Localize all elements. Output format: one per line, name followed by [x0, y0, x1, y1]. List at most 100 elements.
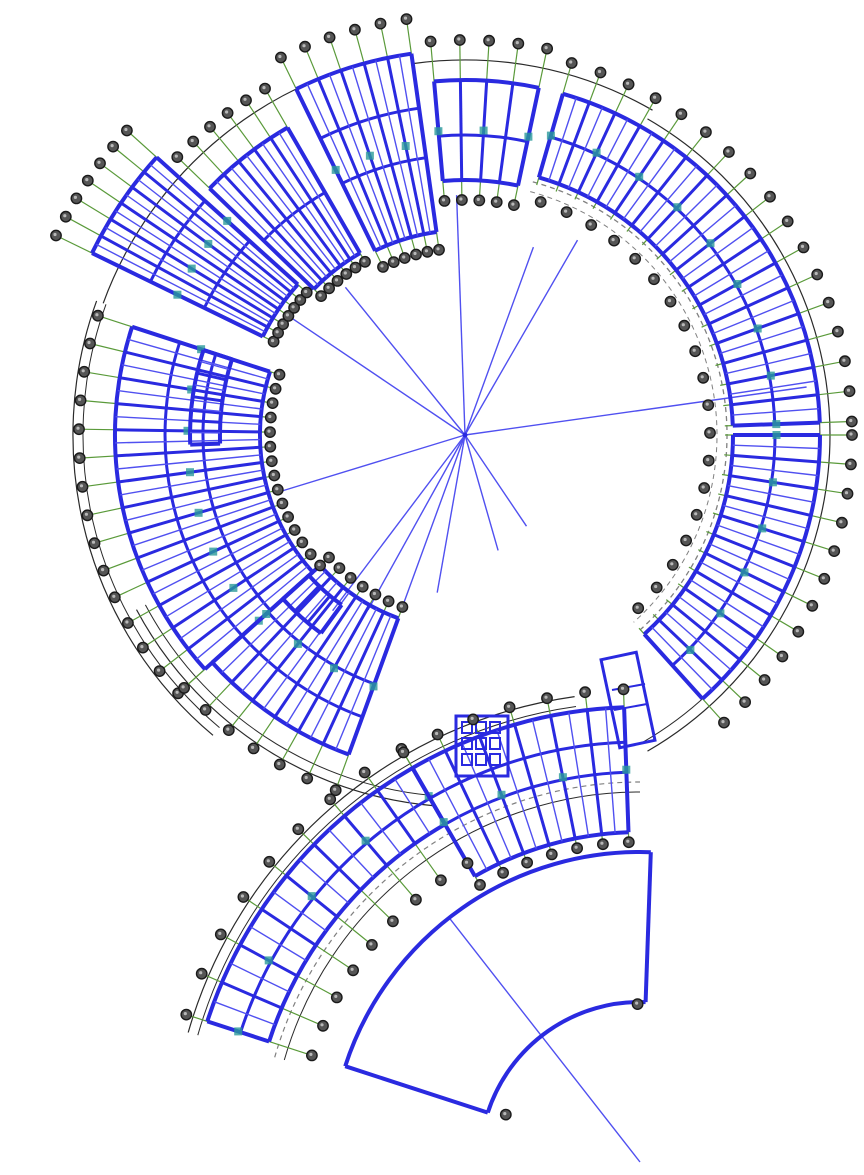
grid-axis-bubble-highlight [831, 548, 835, 552]
radial-beam [253, 148, 342, 267]
centre-ray [436, 434, 466, 593]
grid-axis-bubble-highlight [692, 348, 696, 352]
radial-beam [120, 201, 280, 311]
centre-ray [448, 917, 641, 1163]
column-marker [686, 646, 695, 654]
axis-bubbles [50, 13, 858, 1121]
grid-axis-bubble-highlight [435, 731, 439, 736]
grid-axis-bubble-highlight [157, 668, 161, 672]
grid-axis-bubble-highlight [470, 716, 474, 721]
column-marker [716, 609, 725, 618]
column-marker [401, 142, 410, 150]
grid-axis-bubble-highlight [457, 37, 461, 41]
slab-outer-edge [343, 850, 651, 1067]
grid-axis-bubble-highlight [327, 796, 331, 800]
secondary-joist [604, 708, 616, 833]
secondary-joist [116, 454, 262, 470]
grid-axis-bubble-highlight [372, 591, 376, 596]
centre-ray [401, 434, 466, 610]
centre-ray [344, 286, 466, 436]
grid-axis-bubble-highlight [544, 695, 548, 699]
radial-beam [362, 63, 413, 238]
grid-axis-bubble-highlight [377, 21, 382, 25]
column-marker [330, 664, 338, 673]
secondary-joist [729, 380, 817, 395]
secondary-joist [725, 352, 811, 375]
secondary-joist [328, 829, 374, 878]
secondary-joist [678, 596, 749, 650]
secondary-joist [732, 444, 820, 450]
radial-beam [187, 559, 304, 651]
column-marker [758, 524, 767, 533]
grid-axis-bubble-highlight [438, 877, 442, 881]
secondary-joist [328, 74, 394, 244]
grid-axis-bubble-highlight [333, 787, 337, 791]
core-cell [489, 721, 501, 734]
secondary-joist [461, 742, 512, 859]
stair-core [454, 714, 510, 778]
secondary-joist [728, 485, 814, 503]
secondary-joist [712, 299, 794, 335]
grid-axis-bubble-highlight [574, 845, 578, 849]
column-marker [479, 126, 488, 135]
grid-axis-bubble-highlight [78, 397, 82, 401]
grid-axis-bubble-highlight [273, 386, 277, 390]
column-marker [766, 371, 775, 380]
grid-axis-bubble-highlight [544, 46, 548, 50]
grid-axis-bubble-highlight [835, 329, 839, 333]
centre-ray [273, 434, 466, 495]
grid-axis-bubble-highlight [199, 971, 203, 975]
column-marker [558, 773, 567, 782]
secondary-joist [125, 194, 282, 306]
grid-axis-bubble-highlight [670, 562, 674, 566]
secondary-joist [693, 250, 769, 297]
grid-axis-bubble-highlight [91, 540, 96, 544]
secondary-joist [567, 107, 603, 189]
radial-beam [115, 445, 261, 458]
grid-axis-bubble-highlight [844, 491, 849, 495]
column-marker [772, 420, 781, 429]
column-marker [622, 765, 631, 774]
grid-axis-bubble-highlight [84, 512, 88, 516]
grid-axis-bubble-highlight [79, 484, 84, 488]
grid-axis-bubble-highlight [251, 745, 255, 750]
grid-axis-bubble-highlight [243, 97, 247, 101]
column-marker [365, 151, 374, 160]
grid-axis-bubble-highlight [309, 1052, 313, 1056]
grid-axis-bubble-highlight [849, 432, 853, 436]
grid-axis-bubble-highlight [77, 455, 81, 459]
column-marker [772, 431, 781, 439]
grid-axis-bubble-highlight [97, 160, 101, 164]
column-marker [733, 280, 742, 288]
grid-axis-bubble-highlight [110, 144, 114, 148]
secondary-joist [285, 600, 364, 725]
grid-axis-bubble-highlight [352, 265, 357, 269]
grid-axis-bubble-highlight [326, 285, 330, 289]
grid-axis-bubble-highlight [225, 110, 229, 114]
grid-axis-bubble-highlight [295, 826, 299, 830]
grid-axis-bubble-highlight [538, 199, 542, 203]
column-marker [173, 290, 182, 299]
grid-axis-bubble-highlight [275, 487, 279, 491]
secondary-joist [117, 389, 262, 410]
radial-beam [269, 137, 352, 261]
grid-axis-bubble-highlight [706, 458, 710, 462]
secondary-joist [548, 97, 577, 181]
radial-beam [208, 186, 316, 291]
radial-beam [321, 611, 385, 745]
grid-axis-bubble-highlight [795, 629, 799, 633]
grid-axis-bubble-highlight [285, 514, 289, 518]
radial-beam [196, 371, 227, 382]
radial-beam [722, 338, 808, 365]
radial-beam [316, 78, 389, 247]
radial-beam [695, 569, 772, 617]
grid-axis-bubble-highlight [742, 699, 746, 703]
grid-axis-bubble-highlight [626, 81, 630, 85]
column-marker [307, 892, 316, 901]
grid-axis-bubble-highlight [436, 247, 440, 251]
grid-axis-bubble-highlight [390, 918, 394, 922]
secondary-joist [278, 132, 356, 257]
secondary-joist [309, 608, 378, 739]
column-marker [183, 426, 192, 435]
